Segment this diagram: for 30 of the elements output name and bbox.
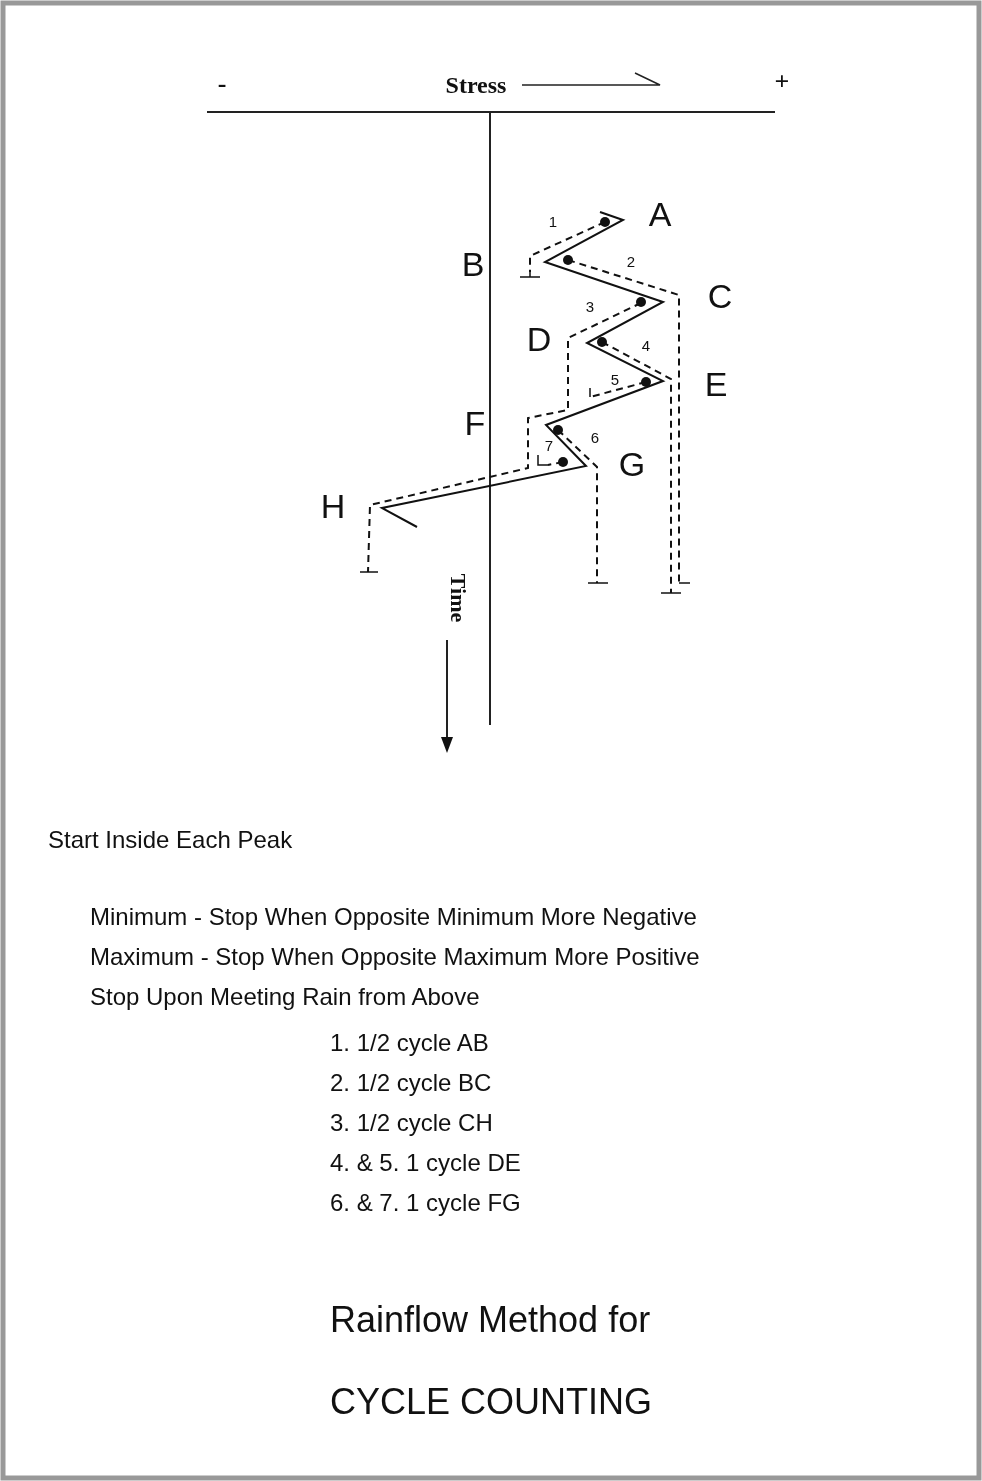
axis-label: Stress	[445, 71, 507, 99]
title-text: CYCLE COUNTING	[330, 1382, 653, 1422]
list-item: 4. & 5. 1 cycle DE	[330, 1149, 521, 1177]
cycle-number: 7	[544, 437, 554, 455]
point-label: H	[320, 488, 346, 526]
point-label: D	[526, 321, 552, 359]
list-item: 6. & 7. 1 cycle FG	[330, 1189, 521, 1217]
point-label: E	[704, 366, 728, 404]
list-item: 2. 1/2 cycle BC	[330, 1069, 492, 1097]
cycle-number: 6	[590, 429, 600, 447]
cycle-number: 5	[610, 371, 620, 389]
point-label: A	[648, 196, 672, 234]
axis-sign: -	[217, 69, 227, 99]
instruction-heading: Start Inside Each Peak	[48, 826, 293, 854]
cycle-number: 1	[548, 213, 558, 231]
point-label: F	[464, 405, 486, 443]
point-label: B	[461, 246, 485, 284]
point-label: C	[707, 278, 733, 316]
title-text: Rainflow Method for	[330, 1300, 651, 1340]
instruction-text: Stop Upon Meeting Rain from Above	[90, 983, 480, 1011]
cycle-number: 2	[626, 253, 636, 271]
point-label: G	[618, 446, 646, 484]
instruction-text: Minimum - Stop When Opposite Minimum More Negative	[90, 903, 697, 931]
cycle-number: 3	[585, 298, 595, 316]
list-item: 3. 1/2 cycle CH	[330, 1109, 493, 1137]
list-item: 1. 1/2 cycle AB	[330, 1029, 489, 1057]
axis-sign: +	[774, 67, 790, 97]
axis-label: Time	[445, 573, 471, 623]
cycle-number: 4	[641, 337, 651, 355]
instruction-text: Maximum - Stop When Opposite Maximum More Positive	[90, 943, 700, 971]
